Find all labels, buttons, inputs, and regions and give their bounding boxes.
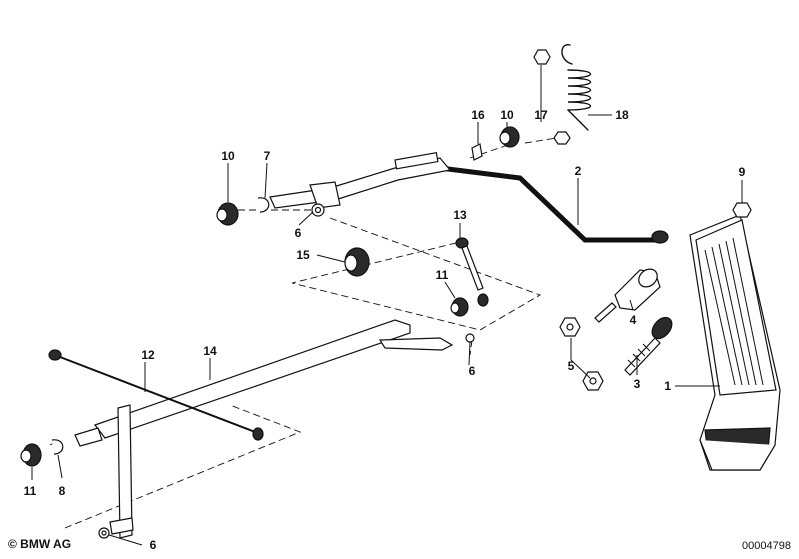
lower-shaft-14: [74, 319, 475, 447]
clip-8: [51, 439, 64, 455]
callout-16: 16: [471, 108, 485, 122]
clip-7: [257, 197, 270, 213]
callout-labels: 1 2 3 4 5 6 6 6 7 8 9 10 10 11 11 12 13 …: [24, 108, 746, 552]
callout-2: 2: [575, 164, 582, 178]
callout-17: 17: [534, 108, 548, 122]
callout-3: 3: [634, 377, 641, 391]
callout-7: 7: [264, 149, 271, 163]
callout-5: 5: [568, 359, 575, 373]
callout-4: 4: [630, 313, 637, 327]
callout-14: 14: [203, 344, 217, 358]
stop-buffer-4: [594, 268, 661, 323]
bent-rod: [437, 165, 669, 244]
callout-6-lower: 6: [150, 538, 157, 552]
adjusting-screw-3: [624, 316, 673, 376]
callout-12: 12: [141, 348, 155, 362]
callout-18: 18: [615, 108, 629, 122]
callout-13: 13: [453, 208, 467, 222]
callout-10-left: 10: [221, 149, 235, 163]
bushing-10-left: [216, 202, 239, 226]
callout-6-middle: 6: [469, 364, 476, 378]
callout-1: 1: [664, 379, 671, 393]
bushing-11-lower: [20, 443, 42, 467]
leader-lines: [31, 65, 743, 546]
accelerator-pedal: [689, 214, 781, 471]
washer-6-upper: [311, 203, 325, 217]
return-spring-18: [533, 44, 591, 145]
callout-11-lower: 11: [24, 484, 37, 498]
callout-6-upper: 6: [295, 226, 302, 240]
upper-shaft: [269, 152, 452, 209]
callout-10-upper: 10: [500, 108, 514, 122]
drawing-number: 00004798: [742, 540, 791, 552]
washer-6-lower: [98, 527, 110, 539]
callout-15: 15: [296, 248, 310, 262]
callout-11-middle: 11: [436, 268, 449, 282]
hex-nut-5: [559, 317, 604, 391]
bushing-11-middle: [450, 297, 469, 317]
nut-9: [732, 202, 752, 218]
bushing-15: [344, 247, 370, 277]
connecting-rod-12: [48, 349, 264, 441]
bushing-10-upper: [499, 126, 520, 148]
clip-16: [471, 143, 483, 161]
callout-8: 8: [59, 484, 66, 498]
lever-bracket: [109, 404, 134, 539]
callout-9: 9: [739, 165, 746, 179]
copyright-label: © BMW AG: [8, 537, 72, 551]
ball-joint-rod-13: [455, 237, 489, 307]
